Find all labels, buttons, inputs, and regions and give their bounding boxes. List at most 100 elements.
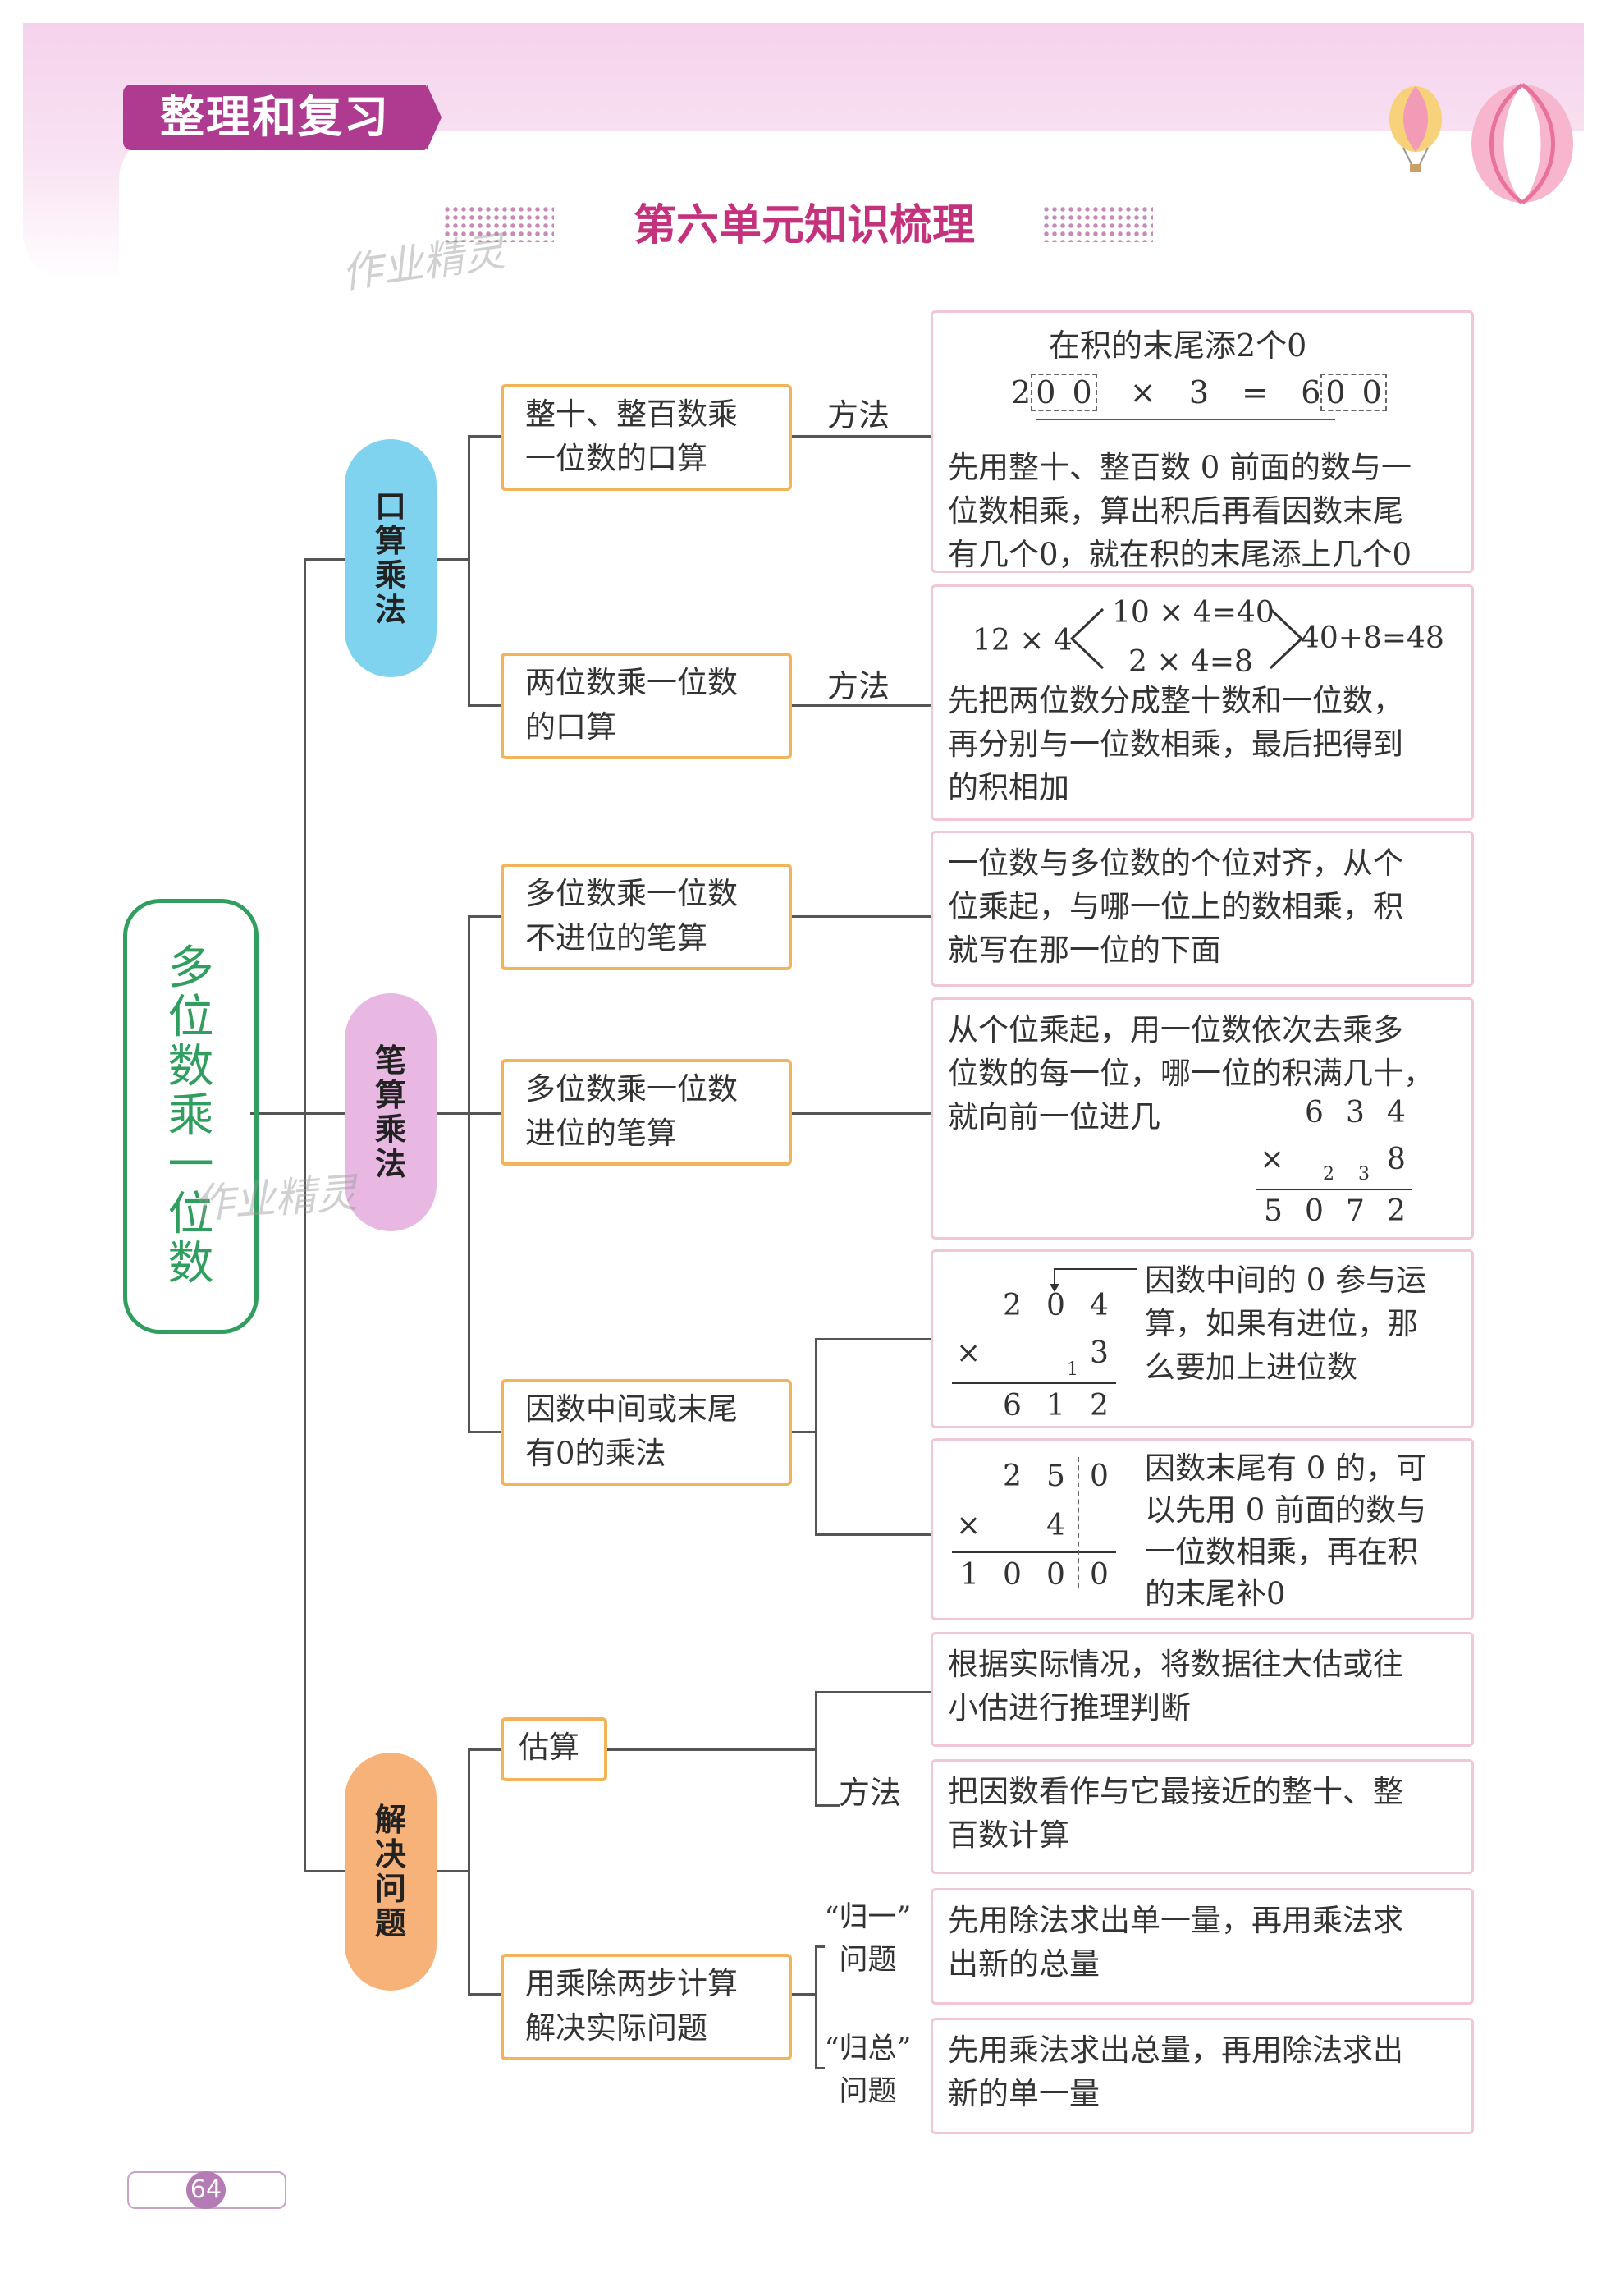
panel-line: 么要加上进位数	[1145, 1350, 1357, 1385]
connector	[304, 558, 306, 1872]
topic-line: 解决实际问题	[525, 2010, 707, 2046]
connector	[437, 1870, 469, 1872]
connector	[815, 1691, 931, 1693]
header-band-inner	[119, 131, 1584, 287]
connector	[815, 1804, 840, 1807]
panel-guiyi: 先用除法求出单一量，再用乘法求 出新的总量	[931, 1888, 1474, 2005]
connector	[815, 2067, 825, 2069]
digit: 0	[1090, 1558, 1109, 1592]
panel-line: 再分别与一位数相乘，最后把得到	[948, 726, 1403, 762]
connector	[437, 558, 469, 561]
bracket-line	[1036, 419, 1335, 420]
panel-middle-zero: 因数中间的 0 参与运 算，如果有进位，那 么要加上进位数	[931, 1249, 1474, 1428]
category-char: 口	[374, 488, 406, 525]
category-char: 算	[374, 1077, 406, 1113]
topic-line: 有0的乘法	[525, 1436, 666, 1471]
digit: 5	[1046, 1460, 1065, 1493]
root-topic: 多 位 数 乘 一 位 数	[123, 899, 259, 1334]
connector	[250, 1112, 304, 1115]
guizong-label-line: “归总”	[824, 2032, 912, 2065]
digit: 2	[1003, 1289, 1022, 1322]
digit: 4	[1090, 1289, 1109, 1322]
digit: 7	[1346, 1194, 1365, 1228]
zero-separator	[1078, 1457, 1079, 1588]
category-char: 乘	[374, 1111, 406, 1148]
times-sign: ×	[956, 1509, 981, 1542]
digit: 4	[1046, 1509, 1065, 1542]
panel-line: 的积相加	[948, 770, 1069, 805]
panel-line: 因数中间的 0 参与运	[1145, 1263, 1427, 1298]
method-label: 方法	[827, 668, 890, 704]
root-char: 多	[167, 942, 214, 995]
root-char: 位	[167, 1188, 214, 1241]
page-number: 64	[186, 2171, 226, 2209]
topic-line: 整十、整百数乘	[525, 396, 738, 432]
method-label: 方法	[827, 397, 890, 433]
guiyi-label: “归一” 问题	[817, 1896, 919, 1982]
carry-digit: 2	[1323, 1164, 1334, 1185]
method-label: 方法	[839, 1775, 902, 1811]
panel-line: 位乘起，与哪一位上的数相乘，积	[948, 889, 1403, 924]
category-char: 乘	[374, 557, 406, 593]
connector	[792, 915, 931, 918]
category-written: 笔 算 乘 法	[345, 993, 437, 1231]
connector	[437, 1112, 469, 1115]
carry-digit: 1	[1067, 1359, 1078, 1380]
panel-line: 就向前一位进几	[948, 1099, 1160, 1134]
topic-no-carry-written: 多位数乘一位数 不进位的笔算	[501, 864, 792, 970]
panel-carry: 从个位乘起，用一位数依次去乘多 位数的每一位，哪一位的积满几十， 就向前一位进几	[931, 997, 1474, 1240]
panel-line: 位数相乘，算出积后再看因数末尾	[948, 493, 1403, 529]
digit: 1	[1046, 1389, 1065, 1423]
digit: 0	[1046, 1558, 1065, 1592]
topic-carry-written: 多位数乘一位数 进位的笔算	[501, 1059, 792, 1166]
connector	[792, 1112, 931, 1115]
connector	[468, 1748, 470, 1995]
category-char: 法	[374, 592, 406, 628]
digit: 3	[1346, 1096, 1365, 1130]
panel-line: 小估进行推理判断	[948, 1690, 1191, 1725]
panel-line: 新的单一量	[948, 2076, 1100, 2111]
connector	[792, 435, 931, 438]
connector	[792, 1993, 817, 1996]
digit: 1	[960, 1558, 979, 1592]
digit: 6	[1003, 1389, 1022, 1423]
digit: 0	[1046, 1289, 1065, 1322]
connector	[815, 1945, 825, 1948]
connector	[468, 435, 470, 706]
page-title: 第六单元知识梳理	[633, 201, 975, 250]
topic-two-digit-oral: 两位数乘一位数 的口算	[501, 653, 792, 759]
panel-line: 的末尾补0	[1145, 1576, 1286, 1611]
split-left: 12 × 4	[972, 624, 1073, 658]
topic-line: 进位的笔算	[525, 1116, 677, 1151]
connector	[815, 1338, 931, 1340]
topic-whole-tens-oral: 整十、整百数乘 一位数的口算	[501, 384, 792, 491]
connector	[468, 1431, 501, 1433]
category-char: 法	[374, 1146, 406, 1182]
digit: 6	[1305, 1096, 1324, 1130]
connector	[815, 1691, 817, 1806]
digit: 3	[1090, 1336, 1109, 1370]
guizong-label: “归总” 问题	[817, 2028, 919, 2113]
topic-line: 的口算	[525, 709, 616, 745]
connector	[815, 1945, 817, 2069]
panel-line: 有几个0，就在积的末尾添上几个0	[948, 537, 1412, 572]
topic-zero-multiplication: 因数中间或末尾 有0的乘法	[501, 1379, 792, 1486]
topic-line: 一位数的口算	[525, 441, 707, 476]
connector	[468, 1993, 501, 1996]
connector	[468, 704, 501, 707]
title-dots-left	[443, 205, 554, 242]
eq-zeros: 0 0	[1031, 374, 1097, 411]
topic-line: 多位数乘一位数	[525, 876, 738, 911]
split-top: 10 × 4=40	[1112, 596, 1274, 630]
connector	[468, 435, 501, 438]
eq-part: 2	[1011, 374, 1032, 410]
split-brackets	[1069, 607, 1304, 670]
digit: 2	[1090, 1389, 1109, 1423]
connector	[468, 915, 470, 1432]
guiyi-label-line: 问题	[839, 1944, 897, 1977]
times-sign: ×	[956, 1336, 981, 1370]
panel-line: 百数计算	[948, 1817, 1069, 1853]
connector	[792, 704, 931, 707]
category-char: 算	[374, 523, 406, 559]
category-char: 笔	[374, 1043, 406, 1079]
